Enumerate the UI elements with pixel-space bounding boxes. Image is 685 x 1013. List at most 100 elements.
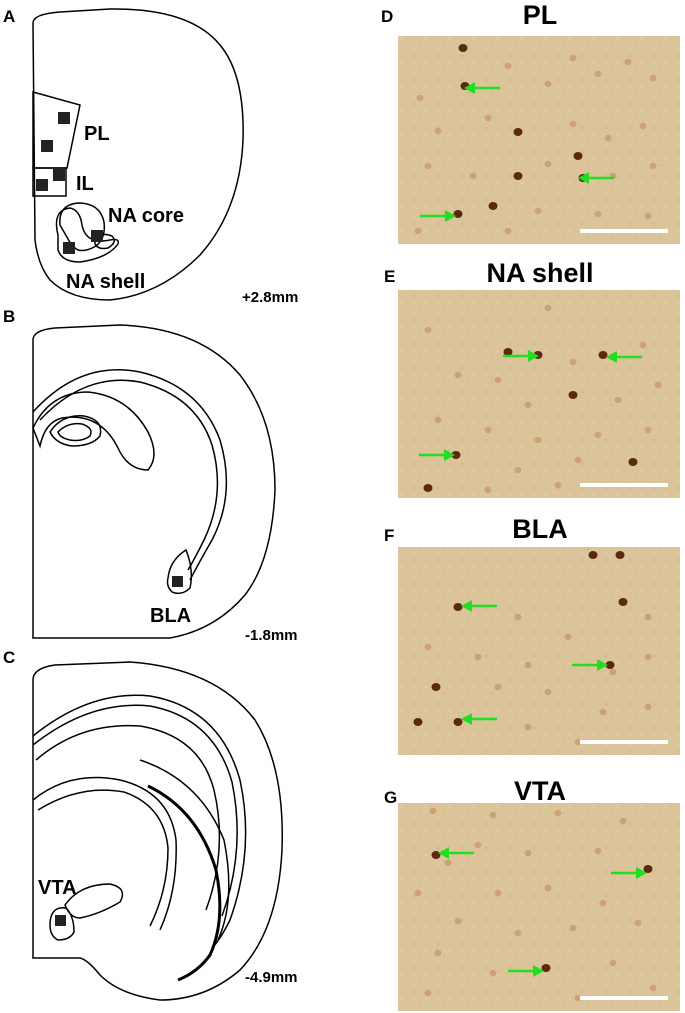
micrograph-photo (398, 36, 680, 244)
micrograph-background (398, 290, 680, 498)
cell-nucleus (628, 458, 638, 466)
cell-nucleus (639, 341, 647, 349)
cell-nucleus (569, 358, 577, 366)
coronal-section-outline-b (32, 324, 276, 639)
ventral-midbrain-outline (64, 883, 124, 919)
cell-nucleus (431, 851, 441, 859)
cell-nucleus (414, 889, 422, 897)
hippocampus-layer-outline (32, 704, 238, 917)
cell-nucleus (424, 643, 432, 651)
cell-nucleus (564, 633, 572, 641)
photo-title-pl: PL (523, 0, 558, 30)
cell-nucleus (494, 889, 502, 897)
cell-nucleus (569, 120, 577, 128)
corpus-callosum-outline (32, 369, 228, 581)
cell-nucleus (413, 718, 423, 726)
cell-nucleus (544, 304, 552, 312)
cell-nucleus (431, 683, 441, 691)
cell-nucleus (644, 703, 652, 711)
cell-nucleus (503, 348, 513, 356)
cell-nucleus (513, 172, 523, 180)
coordinate-label-a: +2.8mm (242, 289, 298, 306)
cell-nucleus (514, 466, 522, 474)
cell-nucleus (649, 162, 657, 170)
cell-nucleus (484, 114, 492, 122)
cell-nucleus (594, 431, 602, 439)
cell-nucleus (568, 391, 578, 399)
cell-nucleus (489, 969, 497, 977)
cell-nucleus (424, 326, 432, 334)
dentate-inner-outline (37, 789, 169, 927)
cell-nucleus (429, 807, 437, 815)
cell-nucleus (569, 54, 577, 62)
fiber-tract-outline (147, 784, 222, 982)
cell-nucleus (541, 964, 551, 972)
region-label-pl: PL (84, 123, 110, 145)
panel-b: B BLA -1.8mm (3, 307, 298, 644)
cell-nucleus (619, 817, 627, 825)
cell-nucleus (514, 929, 522, 937)
region-label-bla: BLA (150, 605, 191, 627)
green-arrow-head-icon (528, 350, 539, 362)
cell-nucleus (451, 451, 461, 459)
coordinate-label-c: -4.9mm (245, 969, 298, 986)
cell-nucleus (544, 80, 552, 88)
pl-region-outline (32, 91, 81, 169)
scale-bar-icon (580, 996, 668, 1000)
external-capsule-outline (39, 379, 219, 571)
il-region-outline (32, 167, 67, 197)
cell-nucleus (534, 436, 542, 444)
cell-nucleus (574, 738, 582, 746)
cell-nucleus (504, 227, 512, 235)
photo-labels: D PL E NA shell F BLA G VTA (381, 0, 594, 807)
cell-nucleus (649, 74, 657, 82)
hippocampus-inner-outline (35, 724, 221, 911)
panel-a: A PL IL NA core NA shell +2.8mm (3, 7, 298, 306)
micrograph-photo (398, 290, 680, 498)
micrograph-photo (398, 803, 680, 1011)
cell-nucleus (524, 401, 532, 409)
panel-letter-f: F (384, 526, 394, 545)
cell-nucleus (574, 994, 582, 1002)
cell-nucleus (639, 122, 647, 130)
cell-nucleus (453, 603, 463, 611)
dentate-outline (32, 776, 177, 931)
injection-site-marker (63, 242, 75, 254)
cell-nucleus (609, 959, 617, 967)
cell-nucleus (453, 210, 463, 218)
ventricle-outline (49, 415, 102, 447)
cell-nucleus (599, 708, 607, 716)
micrograph-background (398, 547, 680, 755)
cell-nucleus (513, 128, 523, 136)
micrograph-photo (398, 547, 680, 755)
hippocampus-outline (32, 391, 155, 471)
cell-nucleus (644, 426, 652, 434)
panel-letter-b: B (3, 307, 15, 326)
coronal-section-outline-c (32, 661, 284, 1001)
scale-bar-icon (580, 229, 668, 233)
injection-site-marker (172, 576, 183, 587)
cell-nucleus (624, 58, 632, 66)
green-arrow-head-icon (464, 82, 475, 94)
region-label-na-core: NA core (108, 205, 184, 227)
cell-nucleus (594, 210, 602, 218)
injection-site-marker (36, 179, 48, 191)
panel-letter-c: C (3, 648, 15, 667)
cell-nucleus (614, 396, 622, 404)
cell-nucleus (454, 371, 462, 379)
cell-nucleus (574, 456, 582, 464)
green-arrow-head-icon (636, 867, 647, 879)
cell-nucleus (488, 202, 498, 210)
green-arrow-head-icon (597, 659, 608, 671)
cell-nucleus (434, 949, 442, 957)
green-arrow-head-icon (578, 172, 589, 184)
cell-nucleus (594, 70, 602, 78)
cell-nucleus (615, 551, 625, 559)
cell-nucleus (424, 162, 432, 170)
photo-title-vta: VTA (514, 776, 566, 806)
scale-bar-icon (580, 483, 668, 487)
cell-nucleus (544, 160, 552, 168)
cell-nucleus (434, 416, 442, 424)
green-arrow-head-icon (606, 351, 617, 363)
